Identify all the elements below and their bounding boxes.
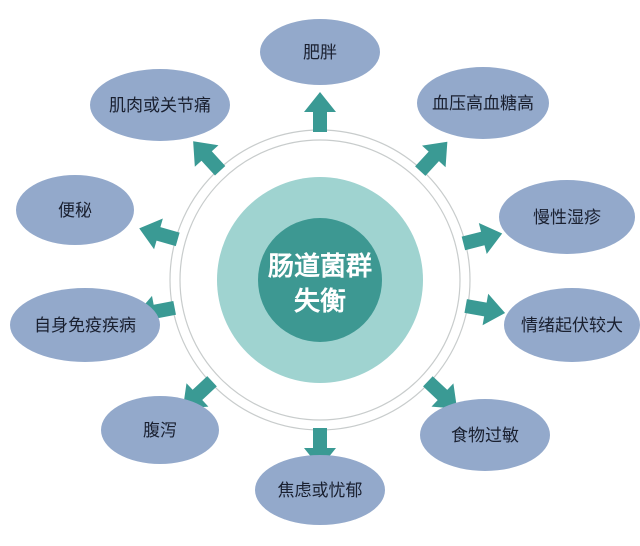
node-ellipse — [260, 19, 380, 85]
arrow-icon — [423, 376, 458, 409]
node-label: 便秘 — [58, 201, 92, 221]
symptom-node: 自身免疫疾病 — [10, 288, 160, 362]
center-title-line1: 肠道菌群 — [268, 251, 372, 282]
symptom-node: 焦虑或忧郁 — [255, 455, 385, 525]
node-label: 慢性湿疹 — [533, 207, 601, 228]
node-label: 肥胖 — [303, 43, 337, 63]
symptom-node: 血压高血糖高 — [417, 67, 549, 139]
node-label: 肌肉或关节痛 — [109, 96, 211, 116]
node-ellipse — [499, 180, 635, 254]
node-ellipse — [504, 288, 640, 362]
arrow-icon — [139, 218, 180, 250]
symptom-node: 便秘 — [16, 175, 134, 245]
node-ellipse — [101, 396, 219, 464]
symptom-node: 情绪起伏较大 — [504, 288, 640, 362]
node-ellipse — [90, 69, 230, 141]
symptom-node: 食物过敏 — [420, 399, 550, 471]
center-title-line2: 失衡 — [294, 286, 346, 317]
node-ellipse — [417, 67, 549, 139]
arrow-icon — [182, 376, 217, 409]
node-label: 食物过敏 — [451, 426, 519, 446]
symptom-node: 肌肉或关节痛 — [90, 69, 230, 141]
arrow-icon — [193, 141, 226, 176]
node-ellipse — [10, 288, 160, 362]
arrow-icon — [415, 141, 448, 176]
node-label: 自身免疫疾病 — [34, 316, 136, 336]
node-ellipse — [16, 175, 134, 245]
node-label: 情绪起伏较大 — [521, 316, 623, 336]
node-ellipse — [420, 399, 550, 471]
symptom-node: 腹泻 — [101, 396, 219, 464]
symptom-node: 慢性湿疹 — [499, 180, 635, 254]
arrow-icon — [461, 222, 503, 254]
node-label: 血压高血糖高 — [432, 94, 534, 114]
node-label: 焦虑或忧郁 — [278, 481, 363, 501]
symptom-node: 肥胖 — [260, 19, 380, 85]
center-inner-circle — [258, 218, 382, 342]
arrow-icon — [304, 92, 336, 132]
node-ellipse — [255, 455, 385, 525]
arrow-icon — [464, 293, 506, 326]
node-label: 腹泻 — [143, 421, 177, 441]
inner-ring — [179, 139, 461, 421]
